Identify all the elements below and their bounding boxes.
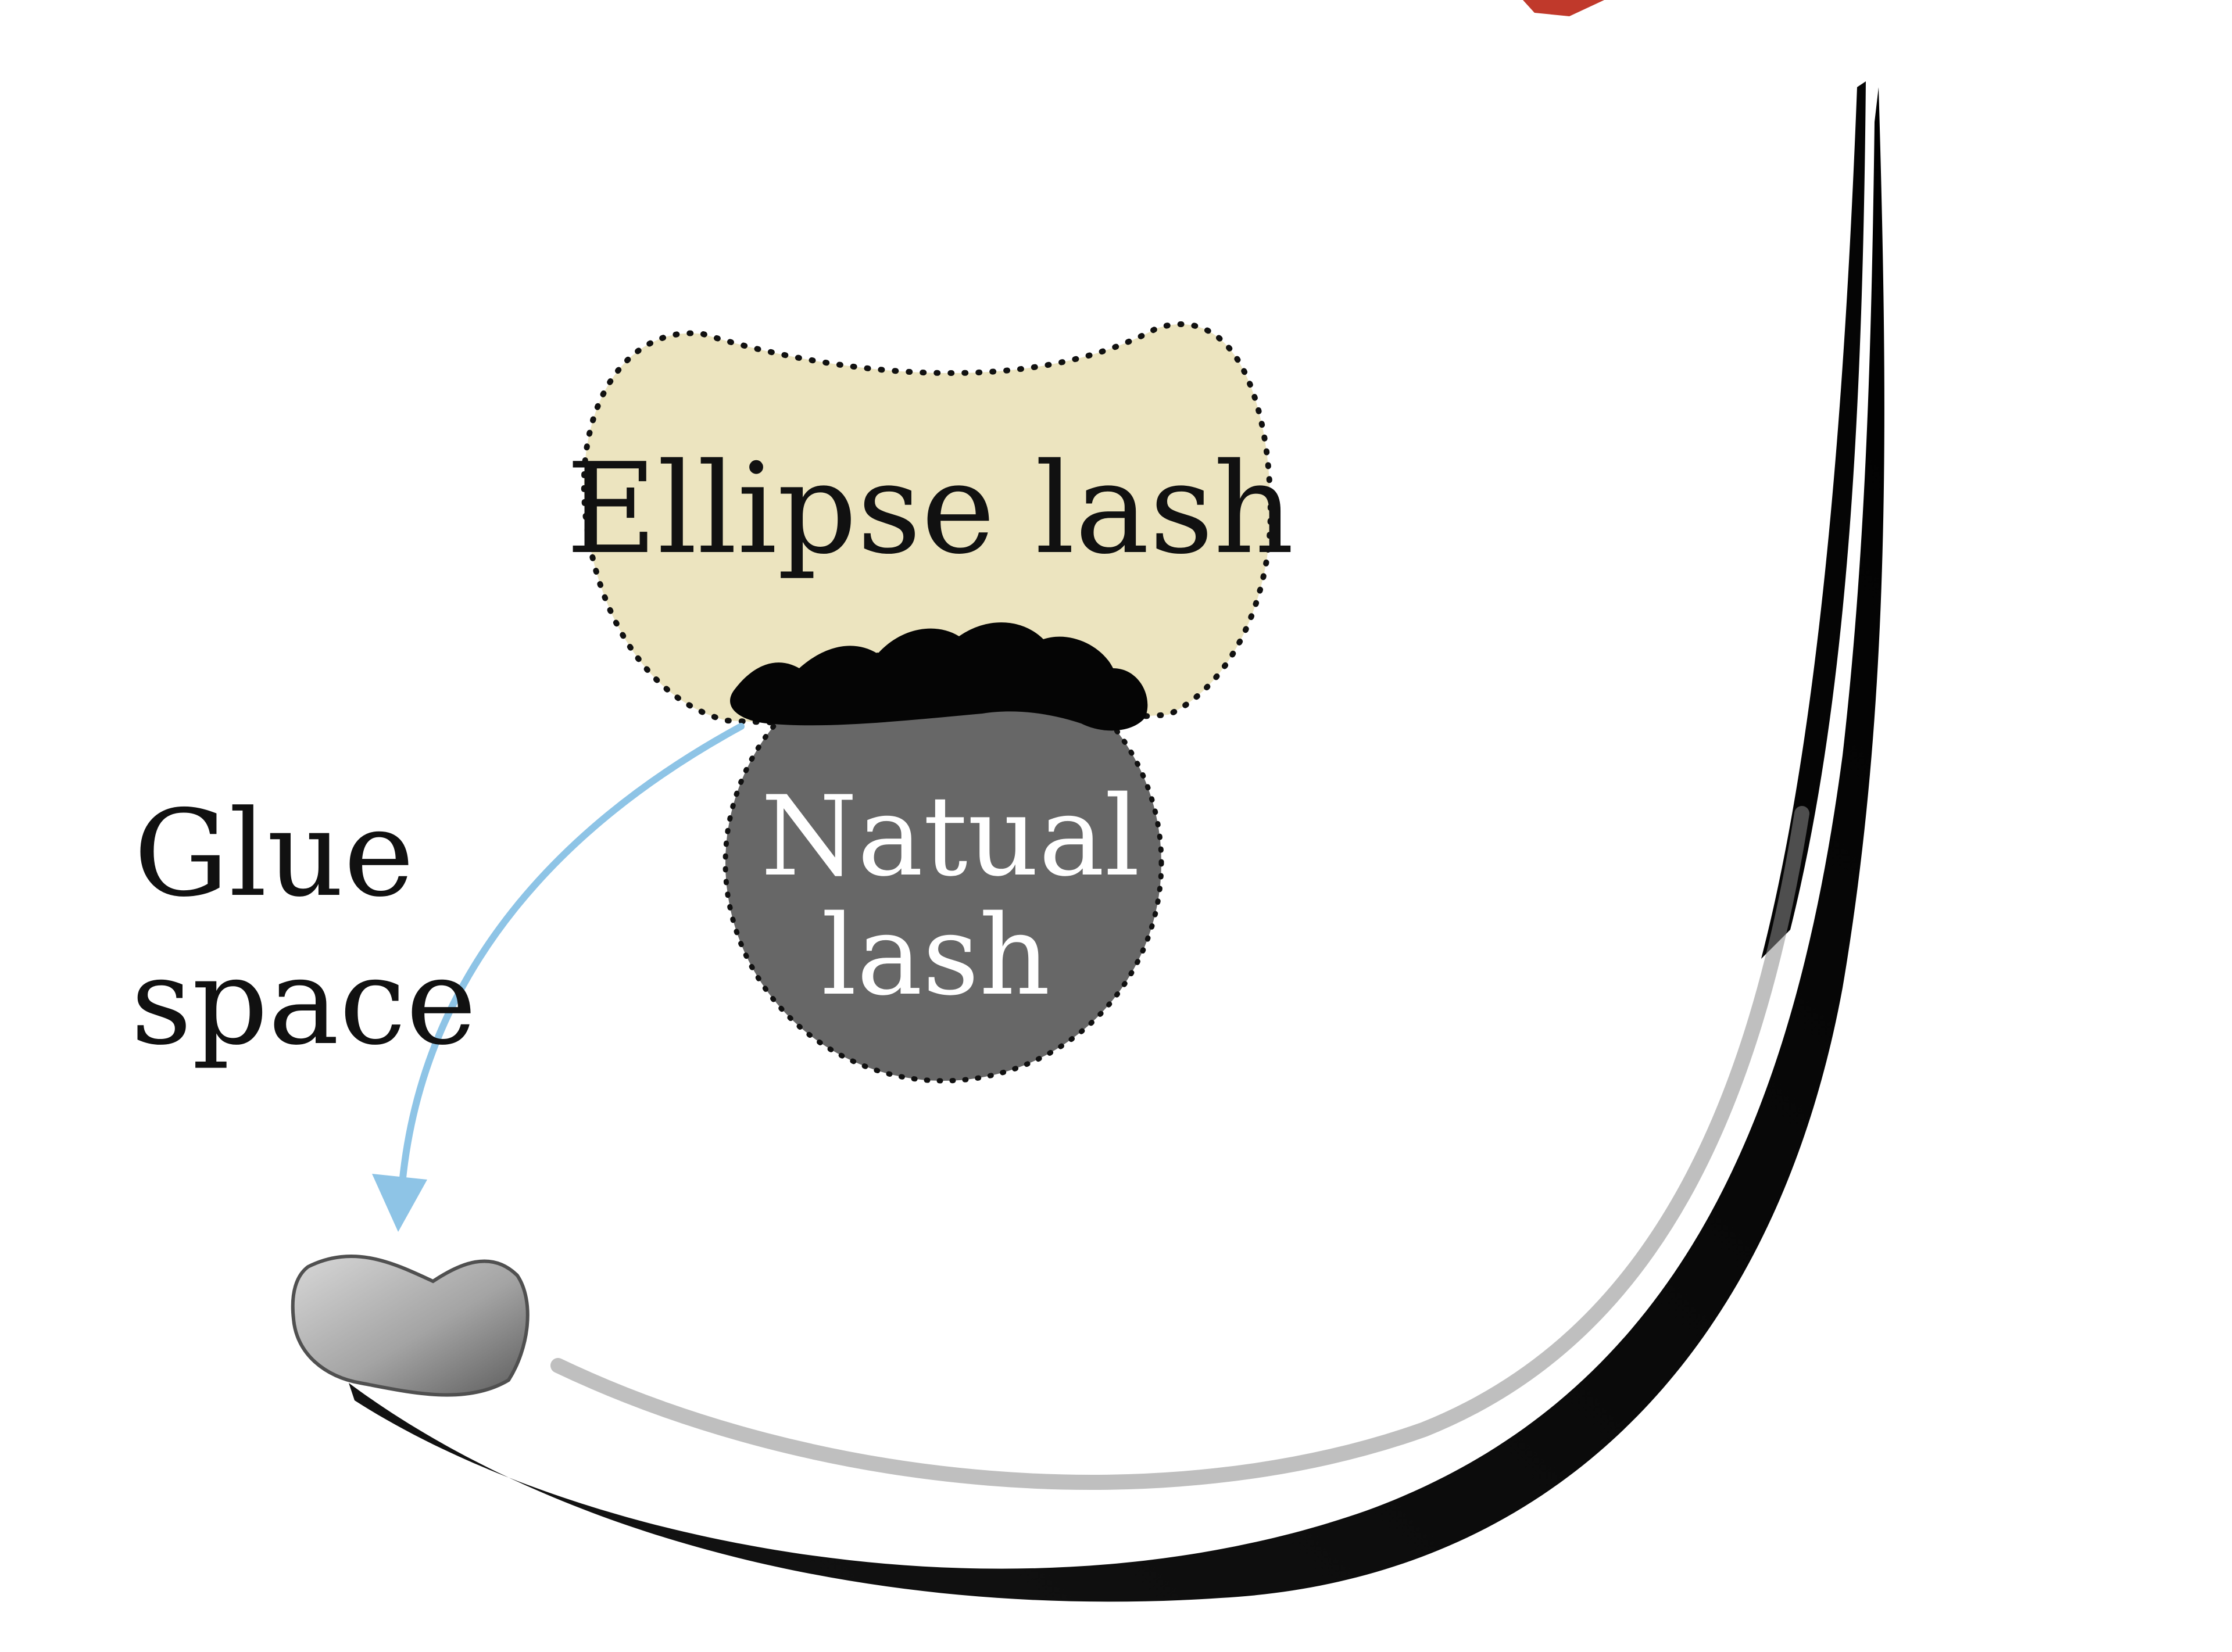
natural-lash-label-line1: Natual [761, 772, 1140, 901]
cross-section: Ellipse lash Natual lash [566, 321, 1294, 1084]
lash-highlight [550, 806, 1809, 1490]
ellipse-lash-label: Ellipse lash [566, 436, 1294, 582]
ellipse-lash-shape [581, 321, 1274, 728]
glue-space-pointer: Glue space [131, 723, 745, 1232]
glue-space-arrow [398, 723, 745, 1201]
natural-lash-label-line2: lash [821, 891, 1050, 1020]
lash-second-strand [1761, 81, 1866, 959]
arrow-head-icon [372, 1174, 427, 1232]
corner-accent-mark [1523, 0, 1604, 16]
glue-layer [730, 622, 1148, 731]
lash-base-cap [291, 1255, 530, 1397]
lash-extension [291, 81, 1884, 1602]
glue-space-label-line1: Glue [134, 785, 414, 923]
glue-space-label-line2: space [131, 933, 477, 1072]
